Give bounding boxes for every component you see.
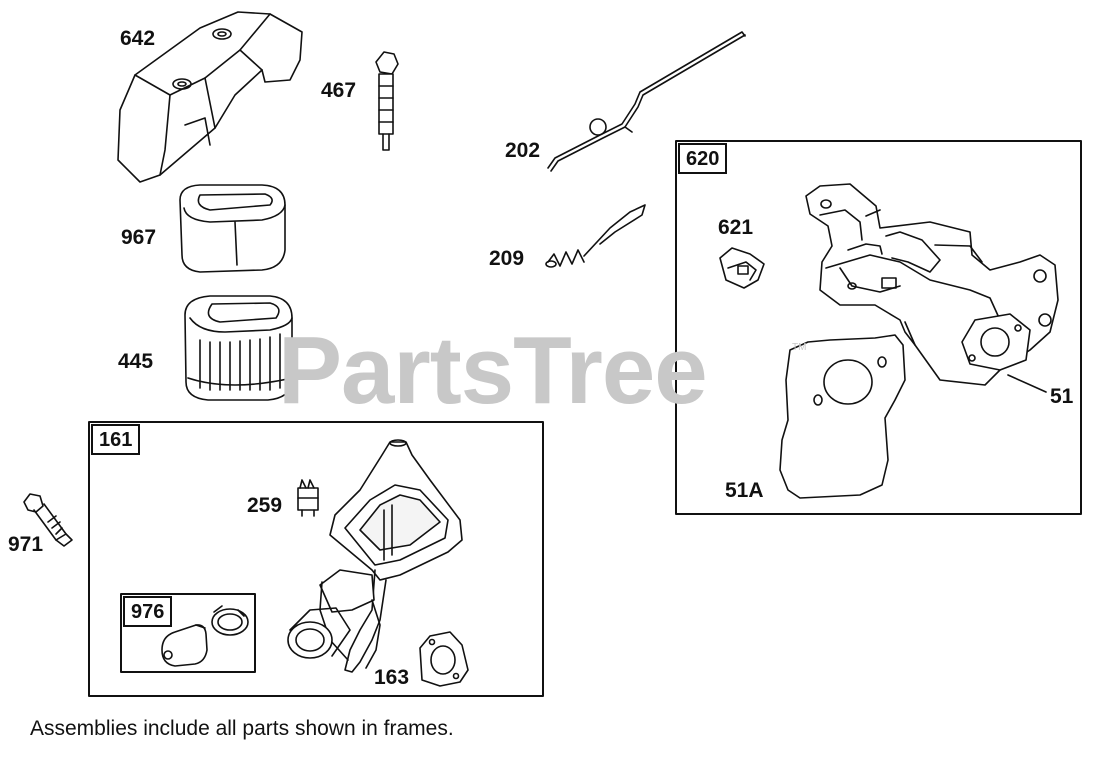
label-51a: 51A xyxy=(725,479,764,502)
label-967: 967 xyxy=(121,226,157,249)
footnote: Assemblies include all parts shown in fr… xyxy=(30,717,454,740)
part-971-bolt xyxy=(23,493,73,547)
frame-620-box xyxy=(675,140,1082,515)
frame-161-label: 161 xyxy=(91,424,141,455)
label-467: 467 xyxy=(321,79,357,102)
label-445: 445 xyxy=(118,350,154,373)
part-163-gasket xyxy=(419,631,469,687)
label-209: 209 xyxy=(489,247,525,270)
part-445-filter xyxy=(184,295,293,401)
part-202-rod xyxy=(547,31,746,172)
frame-976-box xyxy=(120,593,256,673)
label-621: 621 xyxy=(718,216,754,239)
part-642-cover xyxy=(117,11,303,183)
part-51a-plate xyxy=(779,334,906,499)
leader-51 xyxy=(1007,374,1047,393)
watermark-trademark: TM xyxy=(792,342,807,353)
part-161-base xyxy=(287,439,463,673)
label-642: 642 xyxy=(120,27,156,50)
part-621-bracket xyxy=(719,247,765,289)
watermark: PartsTree xyxy=(278,317,708,424)
part-209-spring xyxy=(545,204,646,268)
frame-161-box xyxy=(88,421,544,697)
label-971: 971 xyxy=(8,533,44,556)
part-967-precleaner xyxy=(179,184,286,273)
part-976-hose xyxy=(161,605,249,667)
frame-620-label: 620 xyxy=(678,143,728,174)
label-51: 51 xyxy=(1050,385,1074,408)
part-259-clip xyxy=(297,479,319,517)
label-202: 202 xyxy=(505,139,541,162)
part-467-screw xyxy=(375,51,399,151)
label-259: 259 xyxy=(247,494,283,517)
frame-976-label: 976 xyxy=(123,596,173,627)
part-620-bracket xyxy=(805,183,1059,386)
label-163: 163 xyxy=(374,666,410,689)
